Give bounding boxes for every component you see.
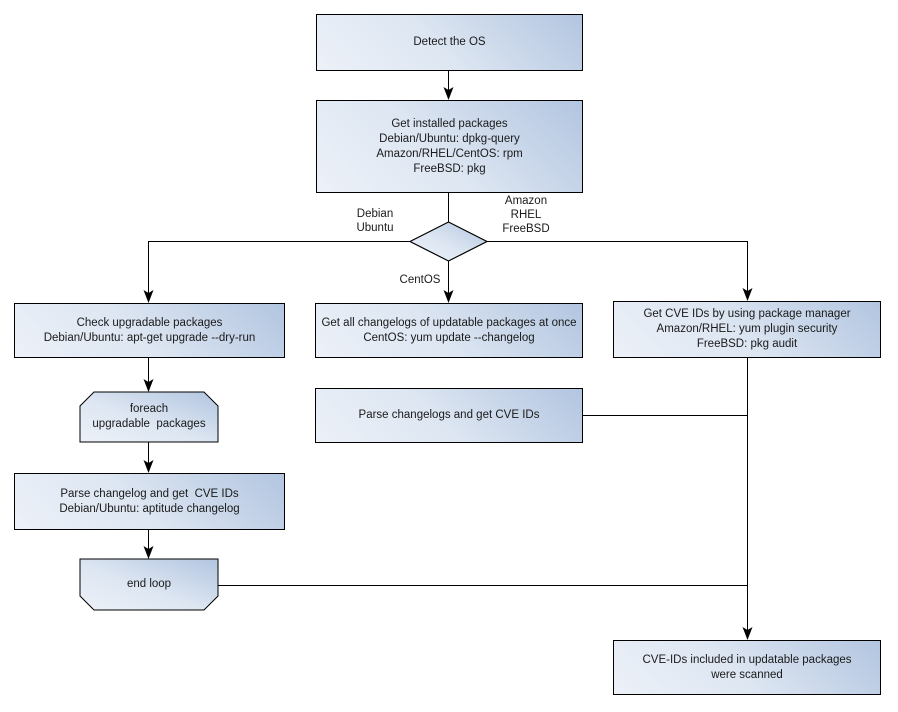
node-foreach-loop-label: foreach upgradable packages bbox=[92, 403, 206, 430]
edge-label-debian-ubuntu: Debian Ubuntu bbox=[356, 208, 394, 234]
arrowhead bbox=[143, 290, 154, 303]
node-check-upgradable-packages-label: Check upgradable packages Debian/Ubuntu:… bbox=[43, 316, 256, 344]
node-detect-os: Detect the OS bbox=[316, 14, 583, 71]
edge-decision-right bbox=[486, 241, 748, 291]
node-get-all-changelogs: Get all changelogs of updatable packages… bbox=[315, 303, 583, 358]
node-parse-changelog-debian: Parse changelog and get CVE IDs Debian/U… bbox=[14, 473, 285, 530]
node-check-upgradable-packages: Check upgradable packages Debian/Ubuntu:… bbox=[14, 303, 285, 358]
arrowhead bbox=[143, 379, 154, 392]
arrowhead bbox=[143, 546, 154, 559]
foreach-loop-shape bbox=[79, 391, 219, 443]
node-cve-scanned-result-label: CVE-IDs included in updatable packages w… bbox=[642, 653, 852, 681]
node-cve-scanned-result: CVE-IDs included in updatable packages w… bbox=[613, 640, 881, 695]
node-foreach-loop: foreach upgradable packages bbox=[80, 392, 218, 442]
node-get-cve-package-manager: Get CVE IDs by using package manager Ama… bbox=[613, 301, 881, 358]
node-end-loop-label: end loop bbox=[126, 578, 172, 590]
node-get-installed-packages: Get installed packages Debian/Ubuntu: dp… bbox=[316, 100, 583, 193]
arrowhead bbox=[742, 627, 753, 640]
node-get-all-changelogs-label: Get all changelogs of updatable packages… bbox=[321, 316, 577, 344]
arrowhead bbox=[742, 288, 753, 301]
node-detect-os-label: Detect the OS bbox=[413, 36, 486, 48]
node-get-installed-packages-label: Get installed packages Debian/Ubuntu: dp… bbox=[376, 117, 523, 175]
node-parse-changelogs-centos: Parse changelogs and get CVE IDs bbox=[315, 388, 583, 443]
arrowhead bbox=[443, 87, 454, 100]
node-get-cve-package-manager-label: Get CVE IDs by using package manager Ama… bbox=[643, 308, 851, 350]
arrowhead bbox=[143, 460, 154, 473]
node-parse-changelogs-centos-label: Parse changelogs and get CVE IDs bbox=[358, 409, 540, 421]
arrowhead bbox=[443, 290, 454, 303]
edge-decision-left bbox=[148, 241, 411, 293]
end-loop-shape bbox=[79, 558, 219, 611]
node-parse-changelog-debian-label: Parse changelog and get CVE IDs Debian/U… bbox=[59, 487, 240, 515]
edge-label-centos: CentOS bbox=[399, 274, 441, 286]
decision-diamond bbox=[408, 221, 489, 262]
node-end-loop: end loop bbox=[80, 559, 218, 610]
edge-label-amazon-rhel-freebsd: Amazon RHEL FreeBSD bbox=[502, 195, 550, 235]
